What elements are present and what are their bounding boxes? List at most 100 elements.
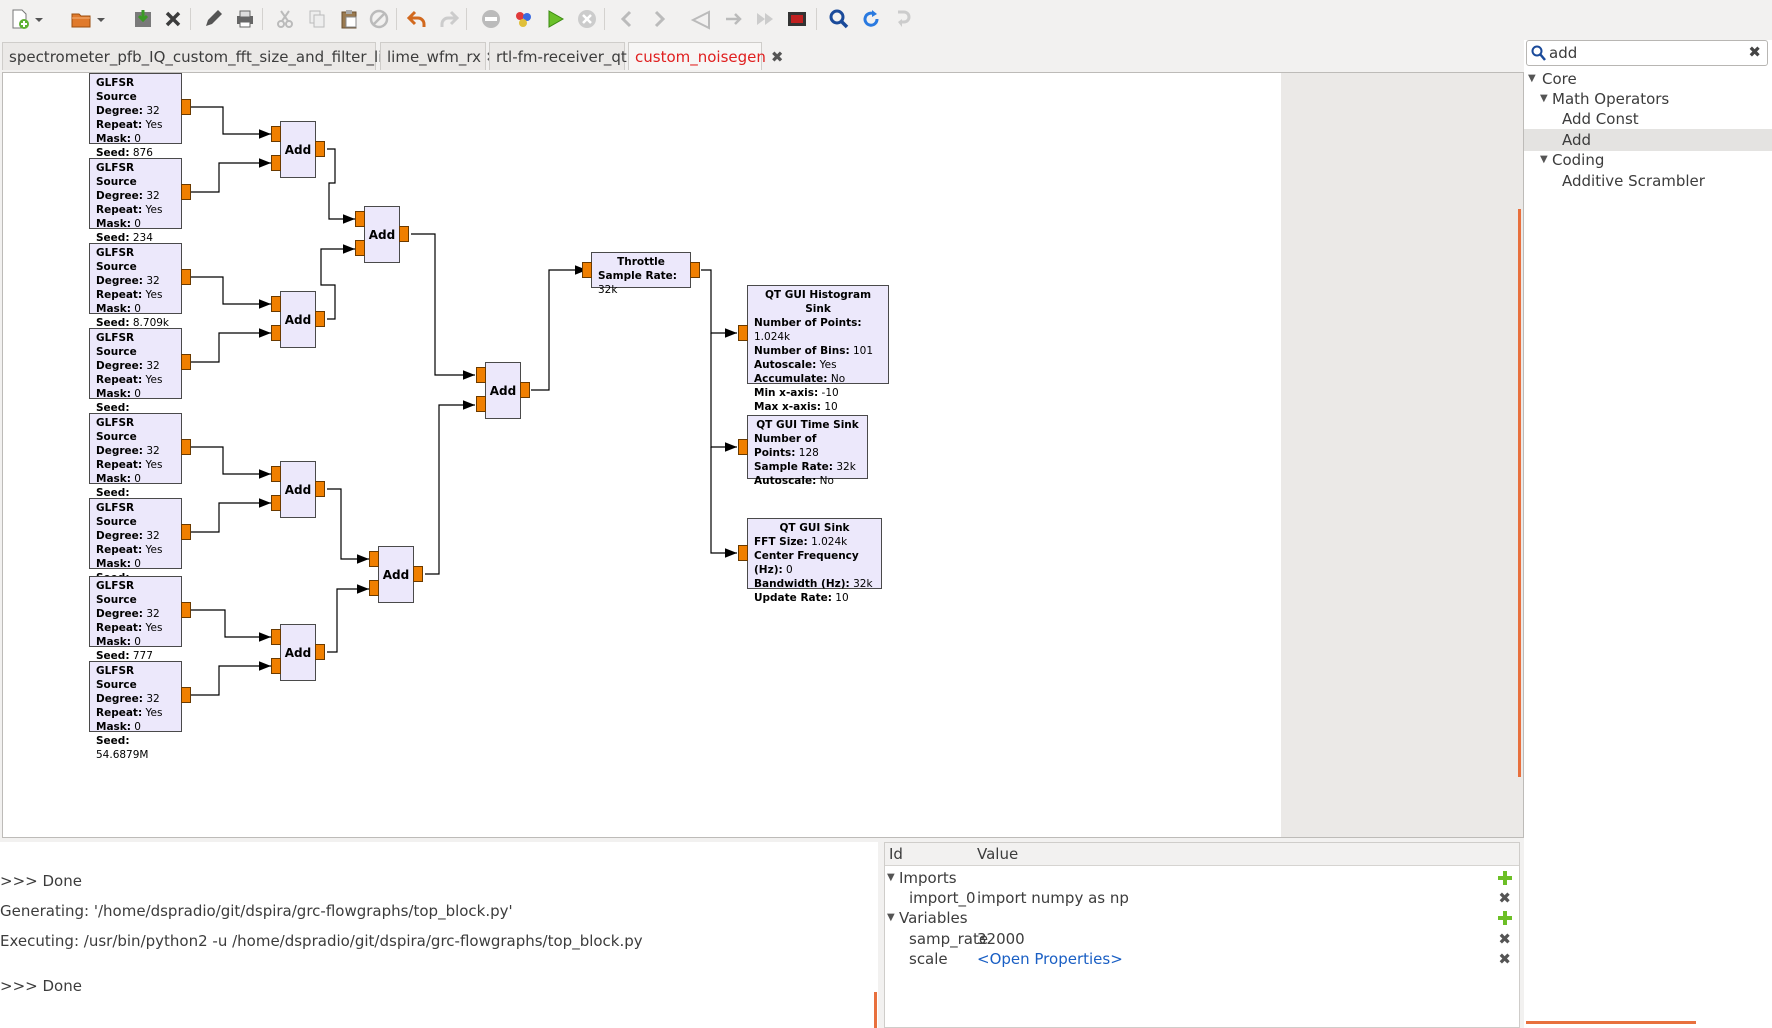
library-search-field[interactable]: add ✖ xyxy=(1526,40,1768,66)
edit-icon[interactable] xyxy=(200,6,226,32)
output-port[interactable] xyxy=(520,382,530,398)
back-icon[interactable] xyxy=(614,6,640,32)
expander-icon[interactable]: ▼ xyxy=(1528,73,1536,84)
refresh-icon[interactable] xyxy=(890,6,916,32)
rotate-left-icon[interactable] xyxy=(688,6,714,32)
canvas-scrollbar[interactable] xyxy=(1518,209,1521,777)
output-port[interactable] xyxy=(181,184,191,200)
input-port[interactable] xyxy=(271,126,281,142)
add-block[interactable]: Add xyxy=(280,291,316,348)
variables-group-row[interactable]: ▼ Variables xyxy=(885,907,1519,929)
input-port[interactable] xyxy=(738,545,748,561)
input-port[interactable] xyxy=(355,240,365,256)
forward-icon[interactable] xyxy=(646,6,672,32)
output-port[interactable] xyxy=(181,602,191,618)
tab-lime-wfm-rx[interactable]: lime_wfm_rx✖ xyxy=(380,42,499,70)
cut-icon[interactable] xyxy=(272,6,298,32)
output-port[interactable] xyxy=(690,262,700,278)
id-column-header[interactable]: Id xyxy=(889,845,903,863)
value-column-header[interactable]: Value xyxy=(977,845,1019,863)
remove-icon[interactable]: ✖ xyxy=(1498,950,1511,968)
input-port[interactable] xyxy=(271,296,281,312)
open-dropdown-icon[interactable] xyxy=(94,6,108,32)
add-variable-icon[interactable] xyxy=(1497,910,1513,926)
input-port[interactable] xyxy=(271,155,281,171)
input-port[interactable] xyxy=(271,495,281,511)
input-port[interactable] xyxy=(738,439,748,455)
import-row[interactable]: import_0 import numpy as np ✖ xyxy=(885,887,1519,909)
tree-item-coding[interactable]: ▼Coding xyxy=(1524,149,1772,171)
output-port[interactable] xyxy=(181,524,191,540)
paste-icon[interactable] xyxy=(336,6,362,32)
output-port[interactable] xyxy=(413,566,423,582)
add-block[interactable]: Add xyxy=(364,206,400,263)
input-port[interactable] xyxy=(476,396,486,412)
input-port[interactable] xyxy=(582,262,592,278)
undo-icon[interactable] xyxy=(404,6,430,32)
input-port[interactable] xyxy=(271,658,281,674)
variable-row[interactable]: samp_rate 32000 ✖ xyxy=(885,928,1519,950)
generate-icon[interactable] xyxy=(510,6,536,32)
fast-forward-icon[interactable] xyxy=(752,6,778,32)
redo-icon[interactable] xyxy=(436,6,462,32)
open-icon[interactable] xyxy=(68,6,94,32)
output-port[interactable] xyxy=(315,644,325,660)
expander-icon[interactable]: ▼ xyxy=(1540,154,1548,165)
input-port[interactable] xyxy=(738,325,748,341)
clear-search-icon[interactable]: ✖ xyxy=(1748,43,1761,61)
rotate-right-icon[interactable] xyxy=(720,6,746,32)
reload-icon[interactable] xyxy=(858,6,884,32)
output-port[interactable] xyxy=(181,269,191,285)
execute-icon[interactable] xyxy=(542,6,568,32)
kill-icon[interactable] xyxy=(574,6,600,32)
new-dropdown-icon[interactable] xyxy=(32,6,46,32)
output-port[interactable] xyxy=(315,141,325,157)
remove-icon[interactable]: ✖ xyxy=(1498,889,1511,907)
output-port[interactable] xyxy=(315,481,325,497)
console-scrollbar[interactable] xyxy=(874,992,877,1028)
imports-group-row[interactable]: ▼ Imports xyxy=(885,867,1519,889)
expander-icon[interactable]: ▼ xyxy=(887,912,895,923)
input-port[interactable] xyxy=(476,367,486,383)
add-import-icon[interactable] xyxy=(1497,870,1513,886)
close-icon[interactable] xyxy=(160,6,186,32)
expander-icon[interactable]: ▼ xyxy=(1540,93,1548,104)
add-block[interactable]: Add xyxy=(280,624,316,681)
output-port[interactable] xyxy=(315,311,325,327)
screenshot-icon[interactable] xyxy=(784,6,810,32)
expander-icon[interactable]: ▼ xyxy=(887,872,895,883)
output-port[interactable] xyxy=(181,439,191,455)
library-scrollbar[interactable] xyxy=(1526,1021,1696,1024)
variable-row[interactable]: scale <Open Properties> ✖ xyxy=(885,948,1519,970)
tree-item-math-operators[interactable]: ▼Math Operators xyxy=(1524,88,1772,110)
tree-item-add-const[interactable]: Add Const xyxy=(1524,108,1772,130)
input-port[interactable] xyxy=(271,466,281,482)
input-port[interactable] xyxy=(369,551,379,567)
remove-icon[interactable]: ✖ xyxy=(1498,930,1511,948)
disable-icon[interactable] xyxy=(478,6,504,32)
output-port[interactable] xyxy=(181,687,191,703)
open-properties-link[interactable]: <Open Properties> xyxy=(977,950,1123,968)
add-block[interactable]: Add xyxy=(280,461,316,518)
close-tab-icon[interactable]: ✖ xyxy=(770,48,784,66)
save-icon[interactable] xyxy=(130,6,156,32)
new-icon[interactable] xyxy=(6,6,32,32)
delete-icon[interactable] xyxy=(366,6,392,32)
output-port[interactable] xyxy=(181,99,191,115)
add-block[interactable]: Add xyxy=(280,121,316,178)
print-icon[interactable] xyxy=(232,6,258,32)
tree-item-core[interactable]: ▼Core xyxy=(1524,68,1772,90)
tab-custom-noisegen[interactable]: custom_noisegen✖ xyxy=(628,42,783,70)
